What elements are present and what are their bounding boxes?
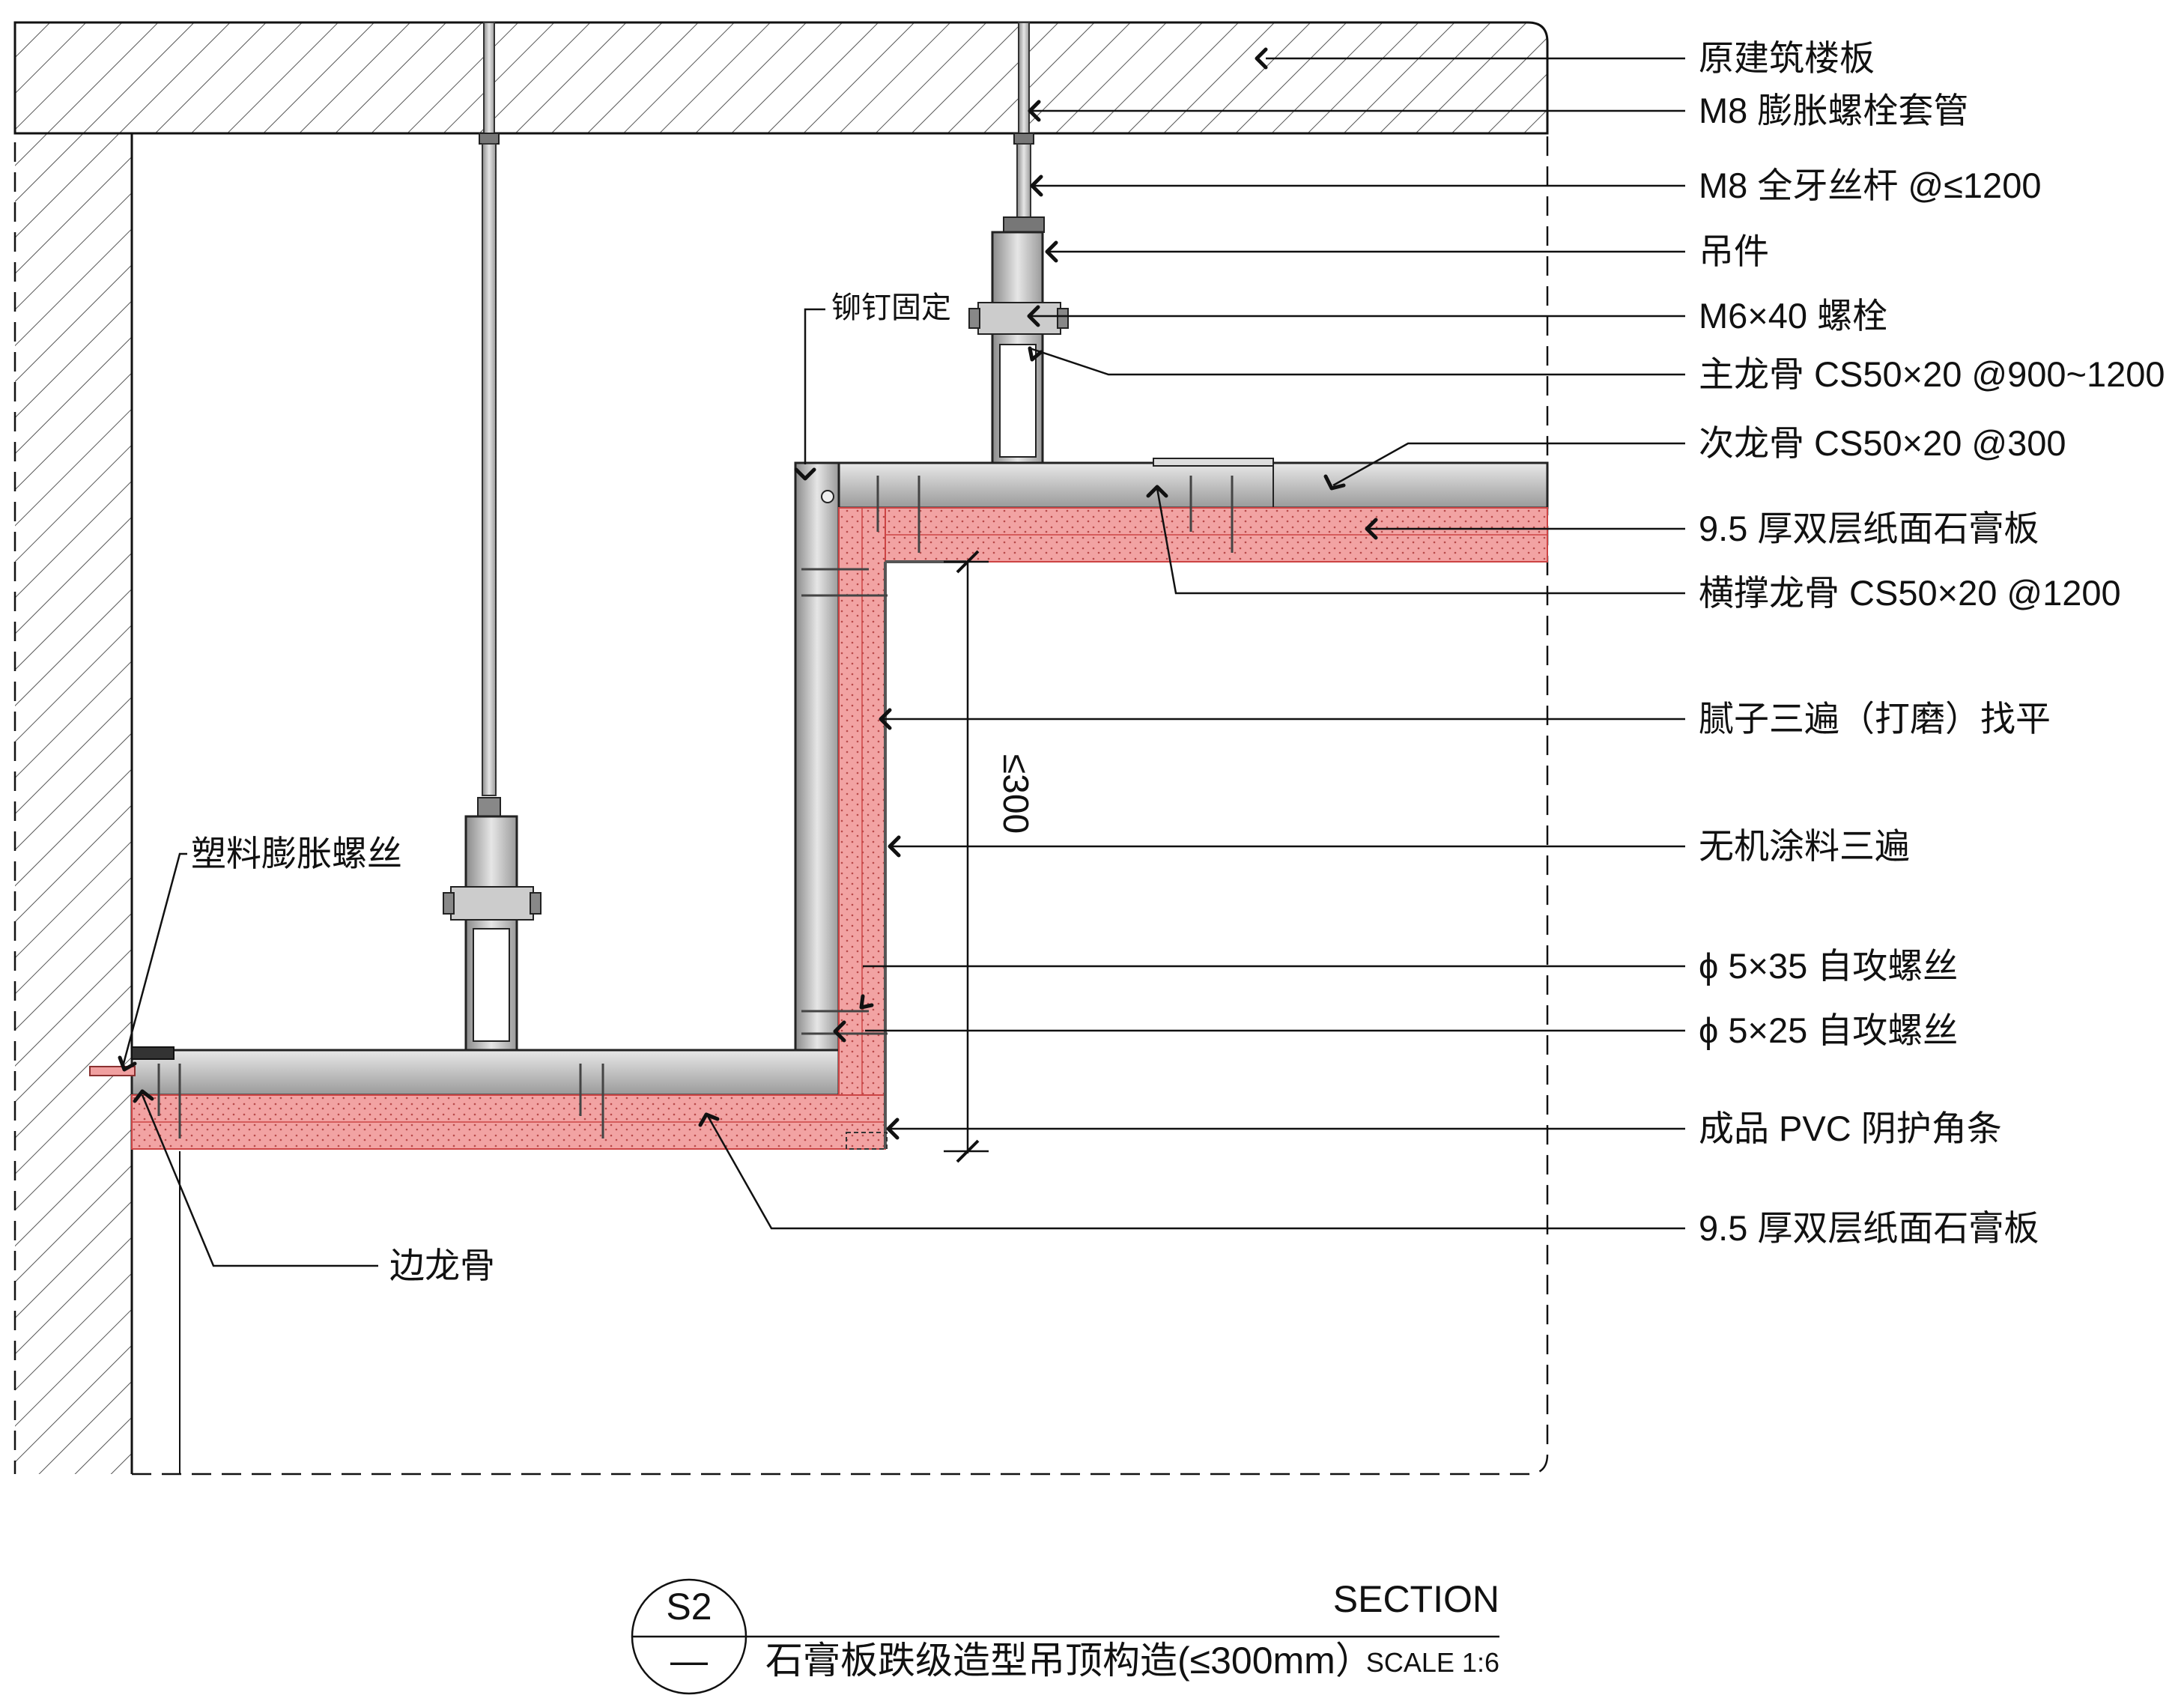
left-hanger-bracket: [443, 815, 542, 1054]
section-number: S2: [666, 1586, 712, 1628]
label-bolt-sleeve: M8 膨胀螺栓套管: [1699, 91, 1968, 130]
existing-wall: [15, 132, 133, 1474]
sheet-number: —: [670, 1640, 708, 1682]
vertical-gypsum-board: [838, 507, 886, 1139]
title-block: S2 — SECTION 石膏板跌级造型吊顶构造(≤300mm） SCALE 1…: [631, 1578, 1499, 1695]
inner-labels: 铆钉固定 塑料膨胀螺丝 边龙骨: [191, 291, 951, 1285]
dimension-300: ≤300: [944, 550, 1035, 1163]
label-edge-keel: 边龙骨: [389, 1246, 495, 1285]
lower-sub-keel: [130, 1049, 840, 1097]
label-screw-35: ϕ 5×35 自攻螺丝: [1699, 946, 1958, 986]
annotation-labels: 原建筑楼板 M8 膨胀螺栓套管 M8 全牙丝杆 @≤1200 吊件 M6×40 …: [1699, 38, 2165, 1248]
drawing-scale: SCALE 1:6: [1366, 1647, 1499, 1678]
dimension-label: ≤300: [995, 754, 1035, 834]
label-main-keel: 主龙骨 CS50×20 @900~1200: [1699, 354, 2165, 394]
label-threaded-rod: M8 全牙丝杆 @≤1200: [1699, 166, 2041, 205]
label-pvc-corner: 成品 PVC 阴护角条: [1699, 1109, 2002, 1148]
label-m6-bolt: M6×40 螺栓: [1699, 296, 1887, 336]
label-cross-keel: 横撑龙骨 CS50×20 @1200: [1699, 573, 2121, 613]
upper-gypsum-board: [838, 507, 1548, 563]
label-gypsum-bottom: 9.5 厚双层纸面石膏板: [1699, 1208, 2039, 1248]
upper-sub-keel: [794, 458, 1549, 509]
label-paint: 无机涂料三遍: [1699, 826, 1910, 866]
drawing-title: 石膏板跌级造型吊顶构造(≤300mm）: [765, 1640, 1373, 1682]
existing-slab: [13, 21, 1549, 135]
label-existing-slab: 原建筑楼板: [1699, 38, 1875, 78]
lower-gypsum-board: [131, 1094, 886, 1150]
label-rivet: 铆钉固定: [831, 291, 951, 324]
left-hanger-rod: [477, 22, 501, 849]
label-gypsum-top: 9.5 厚双层纸面石膏板: [1699, 509, 2039, 548]
label-plastic-anchor: 塑料膨胀螺丝: [191, 834, 402, 873]
label-putty: 腻子三遍（打磨）找平: [1699, 699, 2051, 739]
leader-lines: [698, 47, 1685, 1230]
right-hanger-bracket: [968, 231, 1069, 467]
screws: [157, 476, 1234, 1138]
section-heading: SECTION: [1333, 1578, 1499, 1620]
label-sub-keel: 次龙骨 CS50×20 @300: [1699, 423, 2066, 463]
break-line: [13, 22, 1549, 1476]
leader-lines-left: [118, 308, 825, 1267]
label-screw-25: ϕ 5×25 自攻螺丝: [1699, 1010, 1958, 1050]
label-hanger: 吊件: [1699, 231, 1769, 271]
